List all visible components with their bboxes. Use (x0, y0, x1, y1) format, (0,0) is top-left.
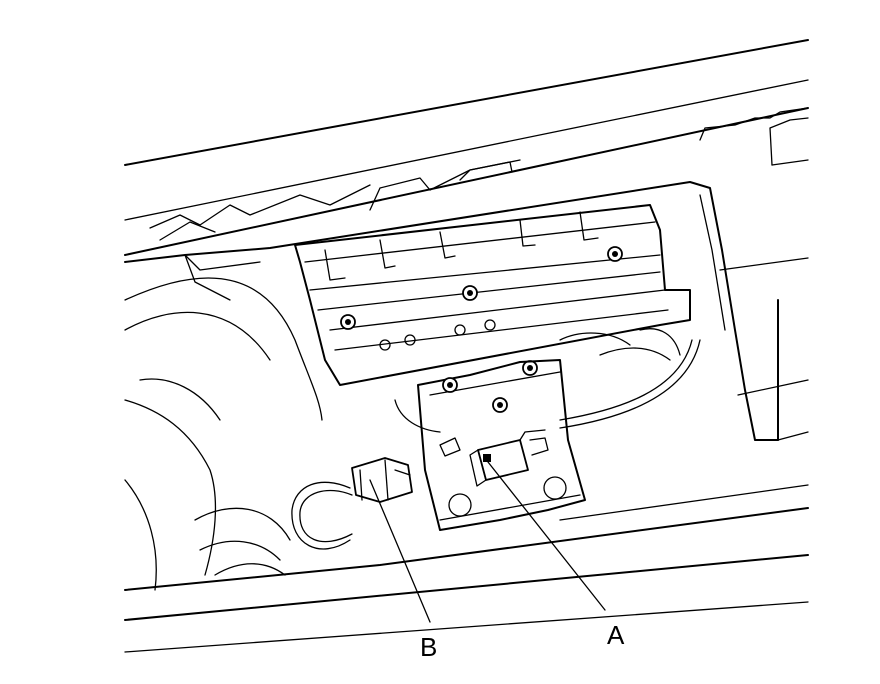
callout-label-b: B (420, 632, 437, 662)
leader-line-a (487, 461, 606, 611)
socket-bracket-plate (417, 359, 586, 531)
upper-bracket (294, 204, 691, 386)
glovebox-opening (124, 181, 809, 441)
wire-harness (291, 339, 701, 550)
leader-line-b (369, 479, 431, 623)
socket-a (469, 429, 549, 487)
dashboard-upper-panel (124, 39, 809, 256)
connector-b (351, 457, 413, 503)
lower-console (124, 484, 809, 653)
left-hoses (124, 254, 323, 591)
callout-label-a: A (607, 620, 625, 650)
callout-leaders (369, 461, 606, 623)
